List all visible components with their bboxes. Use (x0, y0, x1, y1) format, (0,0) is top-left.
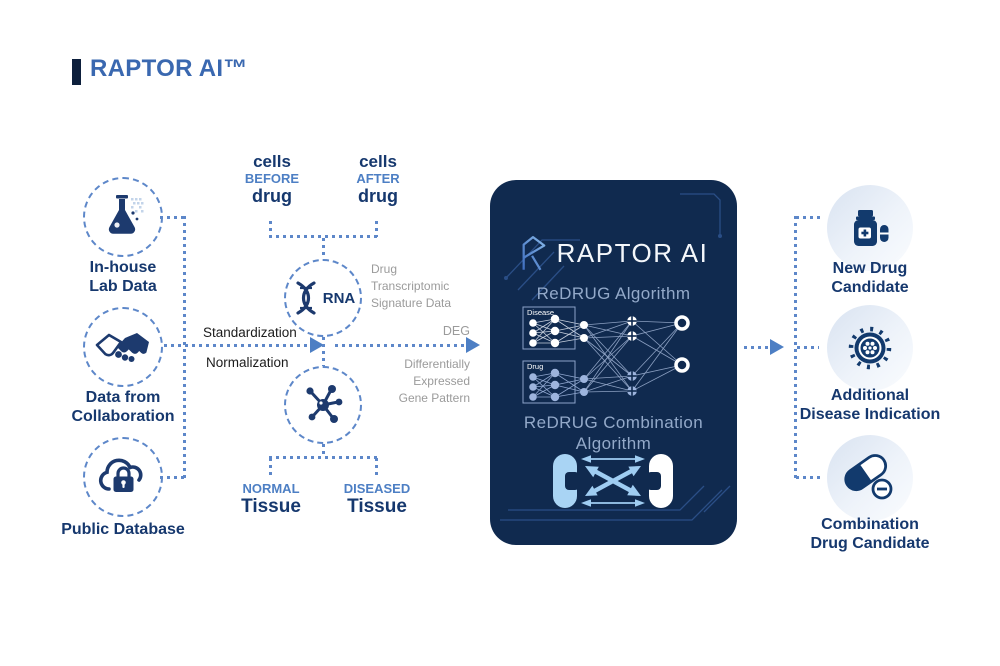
capsule-combination-diagram (553, 454, 673, 508)
dotted-line (744, 346, 772, 349)
arrowhead (770, 339, 784, 355)
normalization-label: Normalization (206, 355, 289, 370)
deg-note: Differentially Expressed Gene Pattern (398, 357, 470, 405)
dotted-line (335, 344, 468, 347)
panel-logo-text: RAPTOR AI (556, 237, 709, 268)
dotted-line (322, 444, 325, 458)
dotted-line (160, 476, 184, 479)
redrug-combination-title: ReDRUG Combination Algorithm (523, 413, 704, 454)
dotted-line (375, 458, 378, 475)
additional-disease-indication-label: Additional Disease Indication (799, 387, 941, 423)
dotted-line (269, 456, 378, 459)
raptor-r-mark-icon (522, 236, 545, 271)
additional-disease-indication-node (827, 305, 913, 391)
cells-after-drug-label: cells AFTER drug (356, 152, 400, 207)
cells-before-drug-label: cells BEFORE drug (244, 152, 300, 207)
network-disease-label: Disease (527, 308, 554, 317)
molecule-icon (306, 385, 343, 423)
normal-tissue-label: NORMAL Tissue (241, 481, 301, 517)
medicine-bottle-icon (854, 210, 889, 246)
flask-icon (108, 195, 144, 234)
arrowhead (310, 337, 324, 353)
dotted-line (796, 216, 822, 219)
dotted-line (322, 337, 325, 366)
molecule-node (284, 366, 362, 444)
combination-drug-candidate-node (827, 435, 913, 521)
neural-network-diagram: Disease Drug (522, 306, 690, 404)
rna-node: RNA (284, 259, 362, 337)
dotted-line (794, 216, 797, 478)
dotted-line (375, 221, 378, 237)
deg-label: DEG (442, 324, 470, 338)
cloud-lock-icon (98, 458, 143, 492)
title-accent-bar (72, 59, 81, 85)
raptor-ai-panel: RAPTOR AI ReDRUG Algorithm (490, 180, 737, 545)
dotted-line (797, 346, 819, 349)
in-house-lab-data-label: In-house Lab Data (89, 259, 157, 295)
data-from-collaboration-node (83, 307, 163, 387)
dna-helix-icon (296, 281, 316, 315)
rna-label: RNA (322, 289, 356, 307)
public-database-label: Public Database (61, 521, 185, 538)
dotted-line (269, 235, 378, 238)
dotted-line (796, 476, 822, 479)
in-house-lab-data-node (83, 177, 163, 257)
data-from-collaboration-label: Data from Collaboration (71, 389, 175, 425)
combination-drug-candidate-label: Combination Drug Candidate (810, 516, 930, 552)
new-drug-candidate-node (827, 185, 913, 271)
redrug-algorithm-title: ReDRUG Algorithm (536, 284, 691, 303)
dotted-line (269, 221, 272, 237)
dotted-line (164, 344, 312, 347)
capsule-minus-icon (844, 454, 893, 500)
circuit-decoration (500, 193, 731, 521)
page-title: RAPTOR AI™ (90, 55, 248, 82)
dotted-line (322, 238, 325, 259)
network-drug-label: Drug (527, 362, 543, 371)
arrowhead (466, 337, 480, 353)
panel-logo: RAPTOR AI (490, 234, 737, 272)
handshake-icon (95, 333, 149, 362)
dotted-line (160, 216, 184, 219)
public-database-node (83, 437, 163, 517)
dotted-line (183, 216, 186, 478)
drug-transcriptomic-note: Drug Transcriptomic Signature Data (371, 262, 452, 310)
diseased-tissue-label: DISEASED Tissue (343, 481, 411, 517)
dotted-line (269, 458, 272, 475)
new-drug-candidate-label: New Drug Candidate (831, 260, 909, 296)
standardization-label: Standardization (203, 325, 297, 340)
virus-icon (848, 326, 892, 370)
